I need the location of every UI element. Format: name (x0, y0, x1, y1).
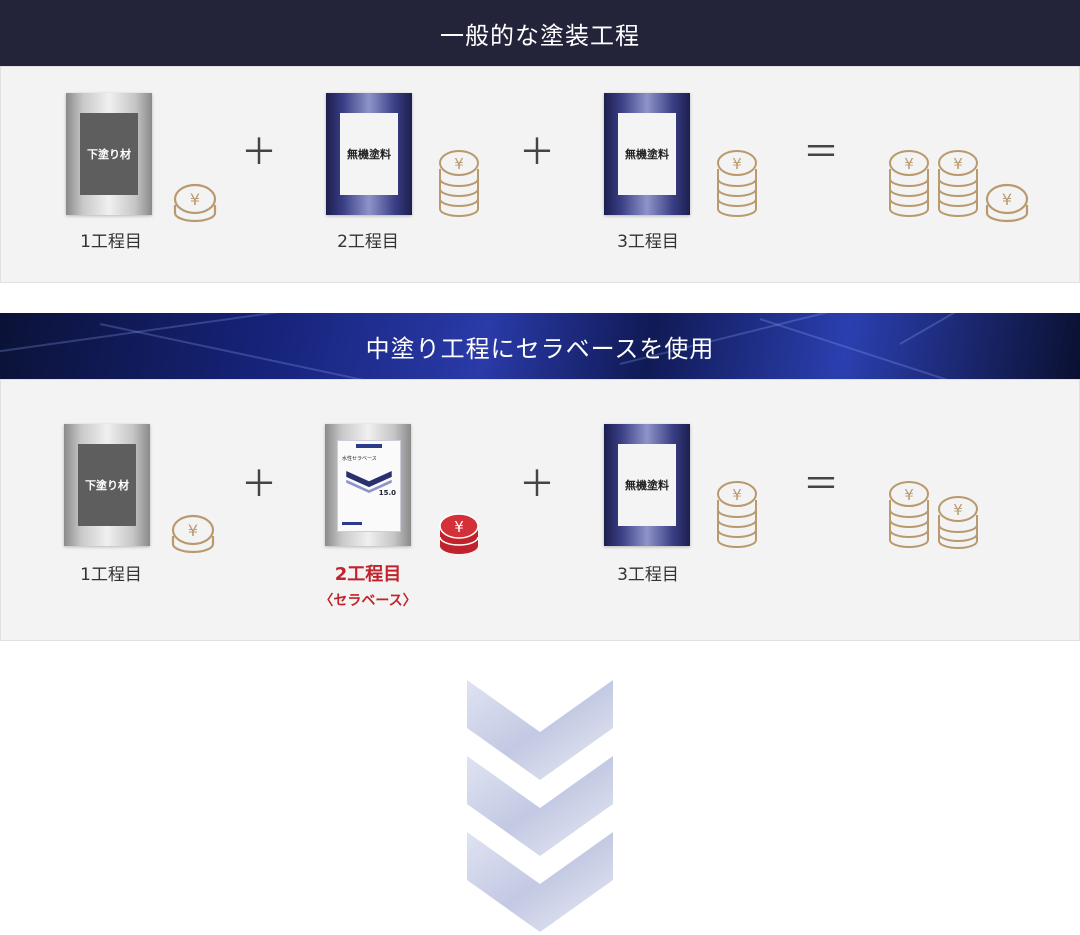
step-label-2: 2工程目 (337, 232, 399, 252)
plus-sign: ＋ (240, 464, 277, 505)
svg-text:¥: ¥ (904, 155, 914, 173)
svg-text:¥: ¥ (953, 155, 963, 173)
undercoat-can-image: 下塗り材 (66, 93, 152, 215)
inorganic-paint-can-image: 無機塗料 (326, 93, 412, 215)
inorganic-paint-can-image: 無機塗料 (604, 93, 690, 215)
can-label: 無機塗料 (618, 444, 676, 526)
chevron-down-icon (346, 471, 392, 493)
equals-sign: ＝ (802, 464, 839, 505)
step-label-2: 2工程目 (334, 564, 402, 585)
plus-sign: ＋ (518, 132, 555, 173)
cerabase-name: 水性セラベース (342, 456, 377, 462)
coin-stack-icon: ¥ (717, 150, 757, 217)
plus-sign: ＋ (518, 464, 555, 505)
step-2-subtitle: 〈セラベース〉 (319, 593, 417, 609)
svg-text:¥: ¥ (732, 155, 742, 173)
svg-text:¥: ¥ (454, 155, 464, 173)
red-coin-stack-icon: ¥ (439, 513, 479, 554)
chevron-down-icon (467, 680, 613, 932)
svg-text:¥: ¥ (454, 518, 464, 536)
coin-stack-icon: ¥ (173, 183, 217, 223)
coin-stack-icon: ¥ (985, 183, 1029, 223)
cerabase-label: 水性セラベース 15.0 (337, 440, 401, 532)
inorganic-paint-can-image: 無機塗料 (604, 424, 690, 546)
coin-stack-icon: ¥ (889, 150, 929, 217)
equals-sign: ＝ (802, 132, 839, 173)
section1-header: 一般的な塗装工程 (0, 0, 1080, 66)
section1-panel: 下塗り材 ¥ 1工程目 ＋ 無機塗料 ¥ 2工程目 ＋ 無機塗料 (0, 66, 1080, 283)
plus-sign: ＋ (240, 132, 277, 173)
svg-text:¥: ¥ (190, 190, 200, 209)
step-label-1: 1工程目 (80, 232, 142, 252)
coin-stack-icon: ¥ (938, 150, 978, 217)
can-label: 無機塗料 (618, 113, 676, 195)
coin-stack-icon: ¥ (439, 150, 479, 217)
svg-text:¥: ¥ (188, 521, 198, 540)
section1-title: 一般的な塗装工程 (440, 21, 640, 50)
cerabase-can-image: 水性セラベース 15.0 (325, 424, 411, 546)
can-label: 下塗り材 (80, 113, 138, 195)
can-label: 下塗り材 (78, 444, 136, 526)
svg-text:¥: ¥ (1002, 190, 1012, 209)
svg-text:¥: ¥ (904, 486, 914, 504)
section2-title: 中塗り工程にセラベースを使用 (365, 334, 715, 363)
can-label: 無機塗料 (340, 113, 398, 195)
coin-stack-icon: ¥ (171, 514, 215, 554)
coin-stack-icon: ¥ (938, 496, 978, 549)
undercoat-can-image: 下塗り材 (64, 424, 150, 546)
coin-stack-icon: ¥ (717, 481, 757, 548)
section2-header: 中塗り工程にセラベースを使用 (0, 313, 1080, 379)
step-label-1: 1工程目 (80, 565, 142, 585)
step-label-3: 3工程目 (617, 232, 679, 252)
svg-text:¥: ¥ (953, 501, 963, 519)
svg-text:¥: ¥ (732, 486, 742, 504)
cerabase-number: 15.0 (378, 489, 396, 497)
section2-panel: 下塗り材 ¥ 1工程目 ＋ 水性セラベース 15.0 ¥ 2工程目 〈セラベース… (0, 379, 1080, 641)
step-label-3: 3工程目 (617, 565, 679, 585)
coin-stack-icon: ¥ (889, 481, 929, 548)
